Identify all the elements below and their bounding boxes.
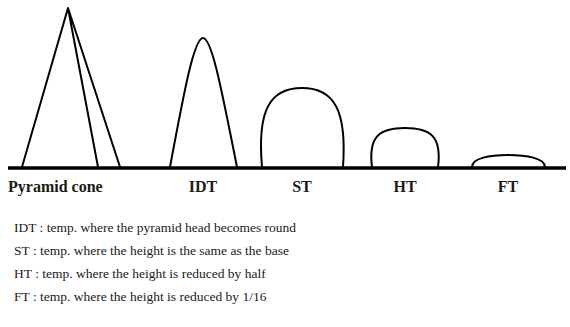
base-line — [8, 166, 566, 170]
figure-label: Pyramid cone — [8, 178, 103, 196]
st-cone-shape — [261, 88, 344, 167]
pyramid-cone-shape — [22, 8, 120, 167]
definition-note: HT : temp. where the height is reduced b… — [14, 266, 266, 282]
ft-cone-shape — [472, 155, 545, 167]
ht-cone-shape — [371, 128, 439, 167]
definition-note: ST : temp. where the height is the same … — [14, 243, 289, 259]
stage-label: HT — [393, 178, 416, 196]
definition-note: IDT : temp. where the pyramid head becom… — [14, 220, 296, 236]
stage-label: IDT — [189, 178, 217, 196]
stage-label: FT — [498, 178, 518, 196]
idt-cone-shape — [170, 38, 237, 167]
definition-note: FT : temp. where the height is reduced b… — [14, 289, 266, 305]
stage-label: ST — [292, 178, 312, 196]
